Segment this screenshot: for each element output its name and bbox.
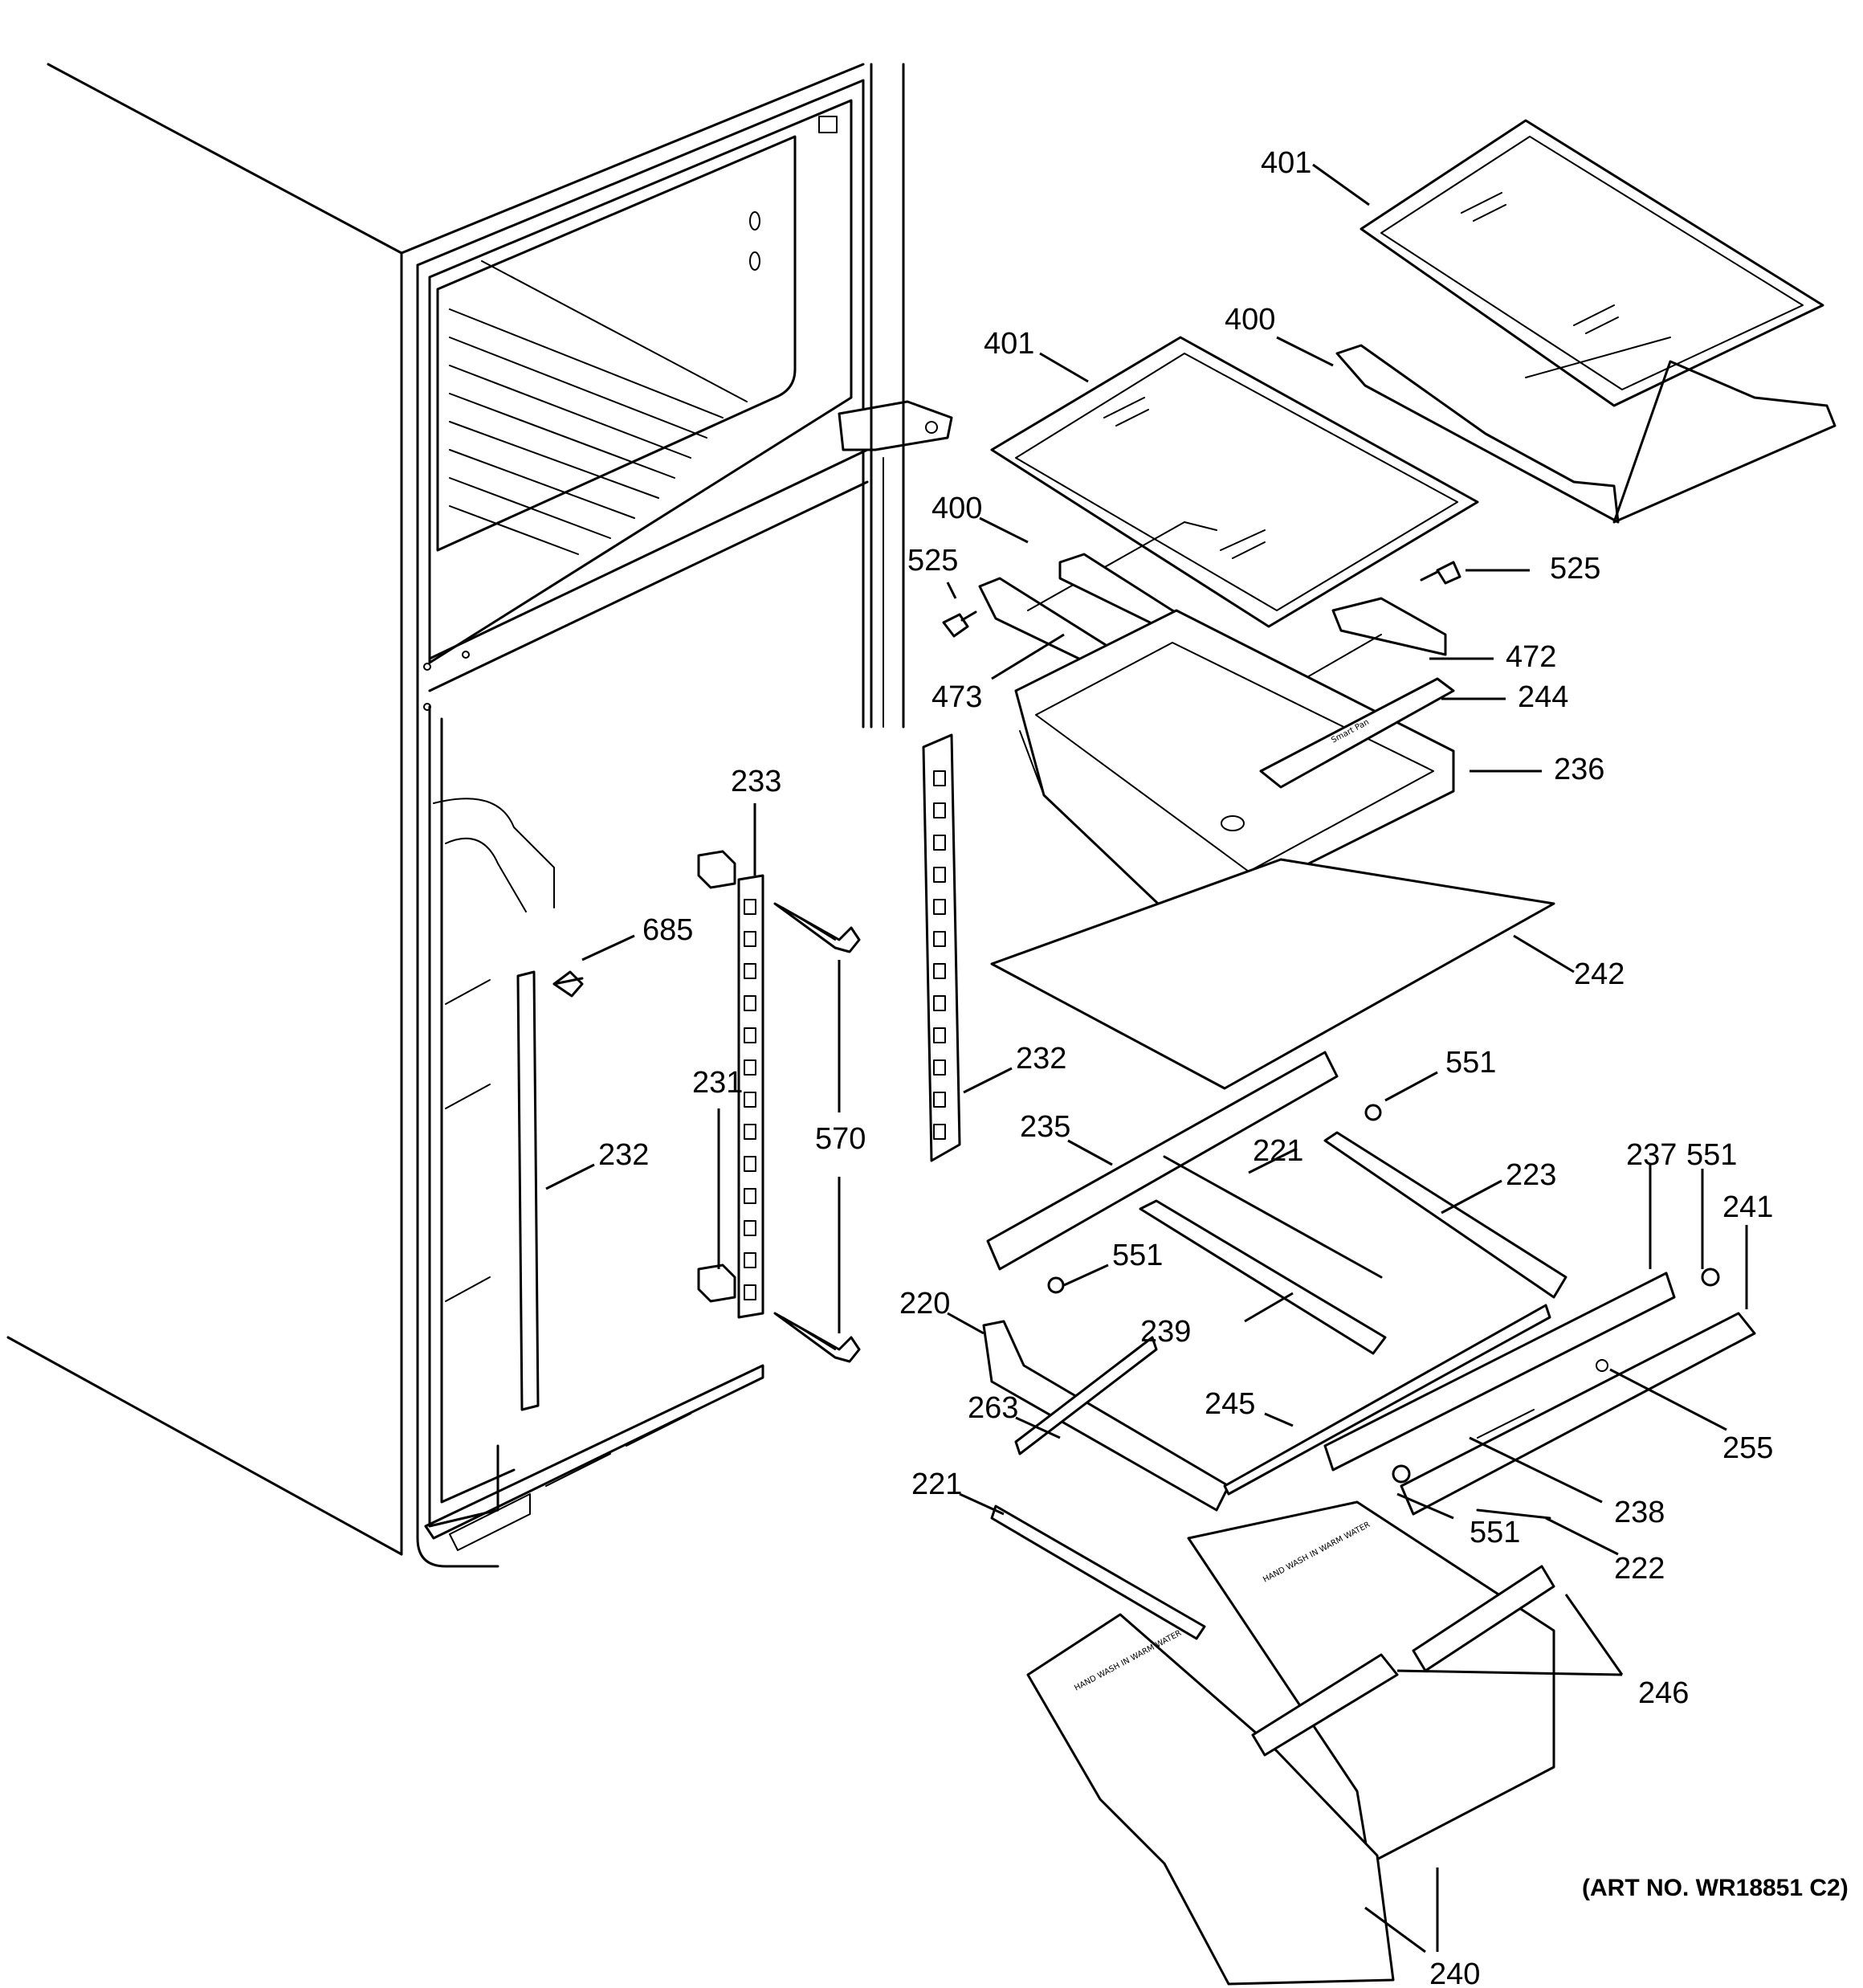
callout-237: 237 [1626,1138,1677,1172]
callout-220: 220 [899,1287,950,1321]
callout-246: 246 [1638,1676,1689,1710]
callout-223: 223 [1506,1158,1556,1192]
ladder-cap-231-bottom [697,1263,736,1303]
screw-525-left [942,610,977,638]
callout-685: 685 [642,913,693,947]
art-number: (ART NO. WR18851 C2) [1582,1875,1849,1901]
drawer-240-left: HAND WASH IN WARM WATER [1026,1613,1395,1986]
callout-400-lower: 400 [932,492,982,525]
screw-551-b [1047,1276,1065,1294]
callout-551-bottom: 551 [1470,1516,1520,1549]
shelf-ladder-232-right [922,733,961,1162]
callout-401-upper: 401 [1261,146,1311,180]
callout-525-left: 525 [907,544,958,578]
callout-255: 255 [1722,1431,1773,1465]
callout-231: 231 [692,1066,743,1100]
shelf-ladder-232-left [516,970,540,1411]
ladder-cap-231-top [697,850,736,889]
callout-222: 222 [1614,1552,1665,1586]
callout-232-right: 232 [1016,1042,1066,1076]
callout-401-lower: 401 [984,327,1034,361]
light-255 [1596,1359,1608,1372]
leader-lines [545,163,1748,1953]
callout-244: 244 [1518,680,1568,714]
callout-400-upper: 400 [1225,303,1275,337]
drawer-handle-246-right [1412,1565,1555,1672]
shelf-bracket-400-upper [1335,337,1837,524]
callout-472: 472 [1506,640,1556,674]
shelf-ladder-233 [737,874,764,1319]
glass-shelf-401-lower [990,336,1479,628]
pan-front-220 [982,1320,1230,1512]
callout-239: 239 [1140,1315,1191,1349]
callout-242: 242 [1574,957,1625,991]
callout-570: 570 [815,1122,866,1156]
slide-rail-239 [1139,1199,1387,1355]
callout-245: 245 [1205,1387,1255,1421]
cover-241 [1400,1312,1756,1516]
screw-570-top [773,902,861,953]
callout-263: 263 [968,1391,1018,1425]
screw-525-right [1420,561,1461,585]
crisper-insert-242 [990,858,1555,1090]
callout-241: 241 [1722,1190,1773,1224]
screw-570-bottom [773,1312,861,1363]
callout-525-right: 525 [1550,552,1600,586]
callout-221-upper: 221 [1253,1134,1303,1168]
rod-221-lower [990,1504,1206,1640]
slide-rail-245 [1223,1304,1551,1496]
callout-233: 233 [731,765,781,798]
callout-labels: 401 400 401 400 525 525 472 473 244 236 … [598,146,1773,1988]
glass-shelf-401-upper [1360,119,1824,407]
rear-rail-235 [986,1051,1339,1271]
screw-551-a [1364,1104,1382,1121]
callout-240: 240 [1429,1957,1480,1988]
callout-551-right: 551 [1686,1138,1737,1172]
callout-221-lower: 221 [911,1468,962,1501]
slide-rail-223 [1323,1131,1567,1299]
screw-551-c [1701,1268,1720,1287]
rod-263 [1014,1336,1158,1455]
callout-236: 236 [1554,753,1604,786]
callout-235: 235 [1020,1110,1070,1144]
vent-238 [1477,1409,1535,1439]
callout-473: 473 [932,680,982,714]
callout-551-mid: 551 [1112,1239,1163,1272]
rod-221-upper [1163,1155,1383,1279]
callout-232-left: 232 [598,1138,649,1172]
callout-238: 238 [1614,1496,1665,1529]
screw-685 [552,970,584,998]
refrigerator-cabinet [6,63,953,1568]
rear-rail-237 [1323,1272,1676,1472]
callout-551-top: 551 [1445,1046,1496,1080]
rod-222 [1476,1508,1551,1520]
drawer-handle-246-left [1251,1653,1399,1757]
screw-551-d [1392,1464,1411,1484]
